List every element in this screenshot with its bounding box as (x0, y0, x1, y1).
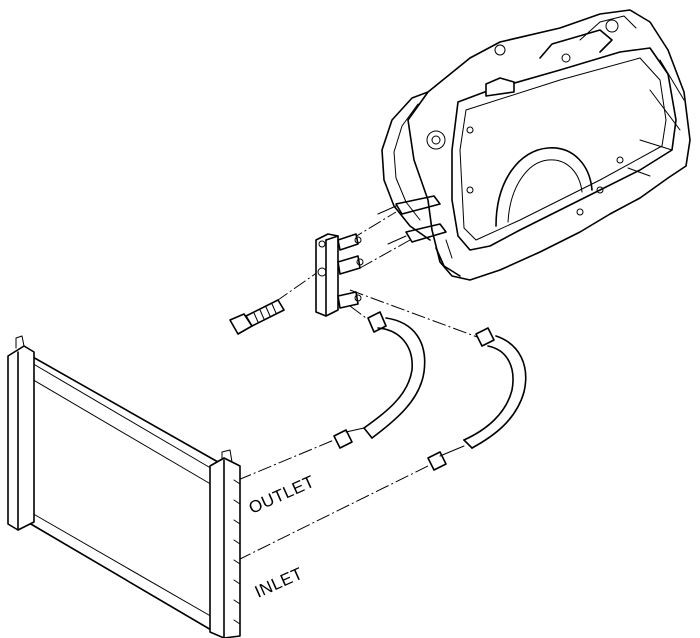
outlet-hose (333, 311, 426, 449)
outlet-label: OUTLET (246, 472, 318, 518)
radiator (7, 335, 241, 638)
inlet-hose (427, 327, 527, 471)
transmission-housing (377, 9, 691, 281)
connector-block (315, 233, 364, 317)
mounting-bolt (229, 299, 285, 335)
inlet-label: INLET (252, 564, 306, 602)
